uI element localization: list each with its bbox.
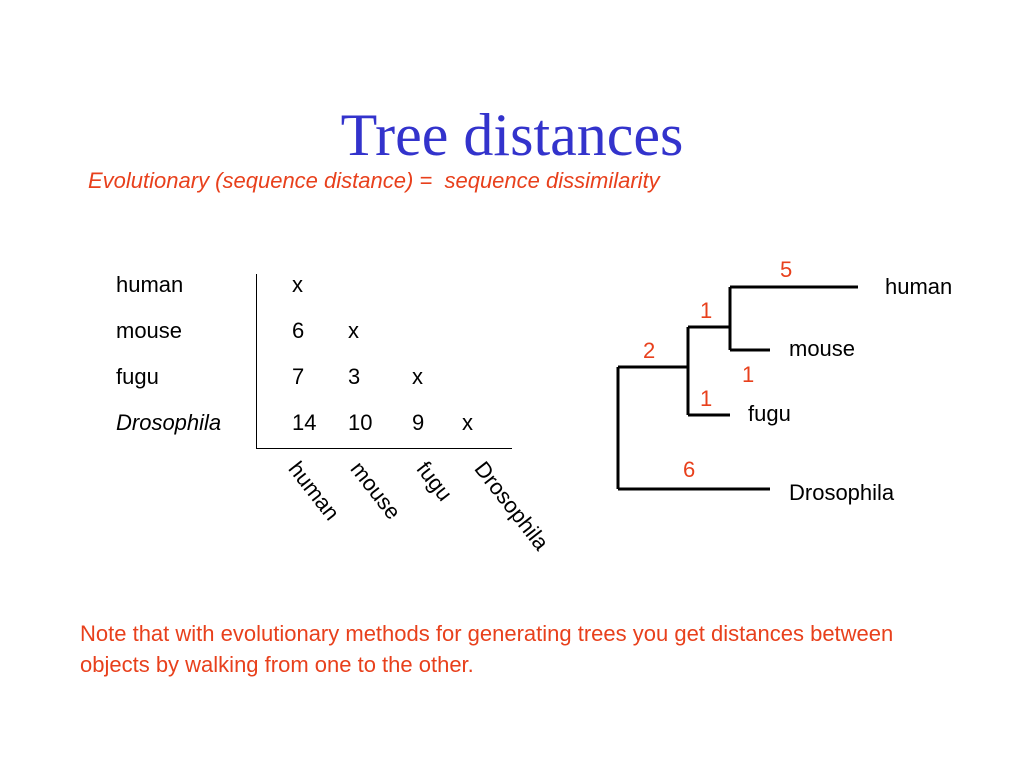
matrix-cell-human-human: x (292, 272, 303, 297)
matrix-row-label-mouse: mouse (116, 318, 183, 343)
matrix-cell-fugu-mouse: 3 (348, 364, 361, 389)
branch-length-root-to-hmf: 2 (643, 338, 655, 363)
branch-length-drosophila: 6 (683, 457, 695, 482)
branch-length-hm-internal: 1 (700, 298, 712, 323)
tree-branch-labels: 5 1 1 2 1 6 (643, 257, 792, 482)
tree-leaf-mouse: mouse (789, 336, 855, 361)
branch-length-mouse: 1 (742, 362, 754, 387)
matrix-row-label-human: human (116, 272, 184, 297)
matrix-row-label-fugu: fugu (116, 364, 159, 389)
matrix-horizontal-axis (256, 448, 512, 449)
matrix-cell-mouse-mouse: x (348, 318, 359, 343)
matrix-vertical-axis (256, 274, 257, 448)
matrix-cell-mouse-human: 6 (292, 318, 305, 343)
matrix-cell-fugu-fugu: x (412, 364, 423, 389)
branch-length-hmf-internal: 1 (700, 386, 712, 411)
matrix-cell-drosophila-mouse: 10 (348, 410, 373, 435)
tree-leaf-human: human (885, 274, 952, 299)
matrix-cell-drosophila-human: 14 (292, 410, 317, 435)
branch-length-human: 5 (780, 257, 792, 282)
matrix-row-label-drosophila: Drosophila (116, 410, 222, 435)
slide-title: Tree distances (340, 102, 684, 168)
tree-leaf-drosophila: Drosophila (789, 480, 895, 505)
tree-leaf-fugu: fugu (748, 401, 791, 426)
matrix-cell-fugu-human: 7 (292, 364, 305, 389)
matrix-cell-drosophila-drosophila: x (462, 410, 473, 435)
slide-subtitle: Evolutionary (sequence distance) = seque… (88, 168, 660, 193)
footnote: Note that with evolutionary methods for … (80, 621, 894, 677)
matrix-cell-drosophila-fugu: 9 (412, 410, 425, 435)
